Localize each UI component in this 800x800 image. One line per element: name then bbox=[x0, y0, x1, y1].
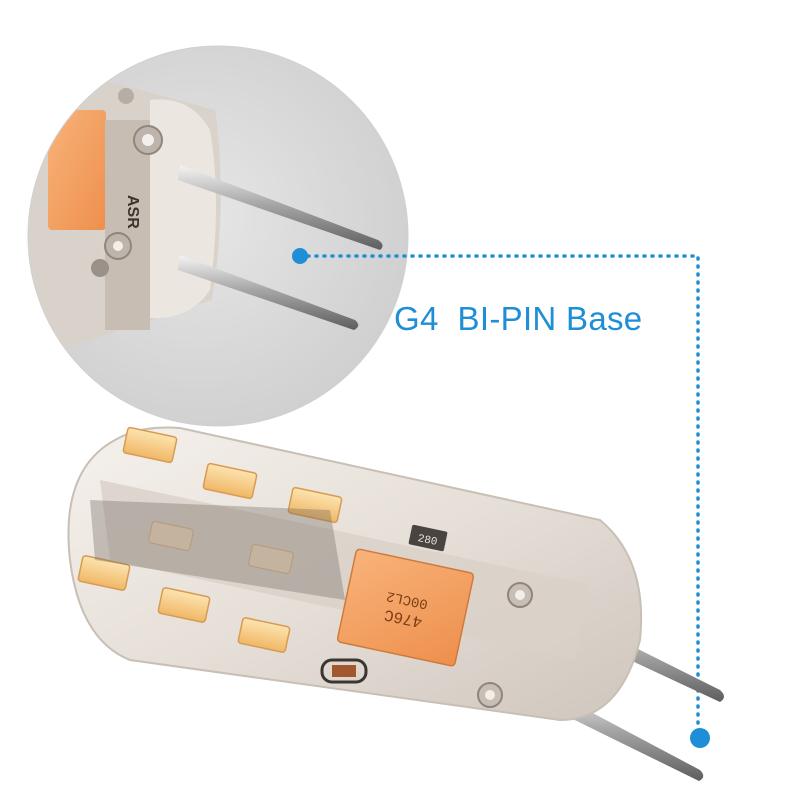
capacitor: 476C 00CL2 bbox=[336, 548, 475, 667]
led-chips bbox=[77, 426, 343, 653]
callout-connector bbox=[292, 248, 710, 748]
inset-marking: ASR bbox=[124, 195, 141, 229]
callout-dot-end bbox=[690, 728, 710, 748]
zoom-inset: ASR bbox=[27, 45, 409, 427]
inset-pins bbox=[178, 165, 383, 330]
g4-led-bulb: 476C 00CL2 280 bbox=[67, 426, 724, 781]
capacitor-closeup bbox=[48, 110, 106, 230]
callout-label: G4 BI-PIN Base bbox=[394, 300, 643, 337]
resistor-marking: 280 bbox=[416, 533, 438, 549]
callout-dot-start bbox=[292, 248, 308, 264]
resistor: 280 bbox=[408, 524, 448, 552]
